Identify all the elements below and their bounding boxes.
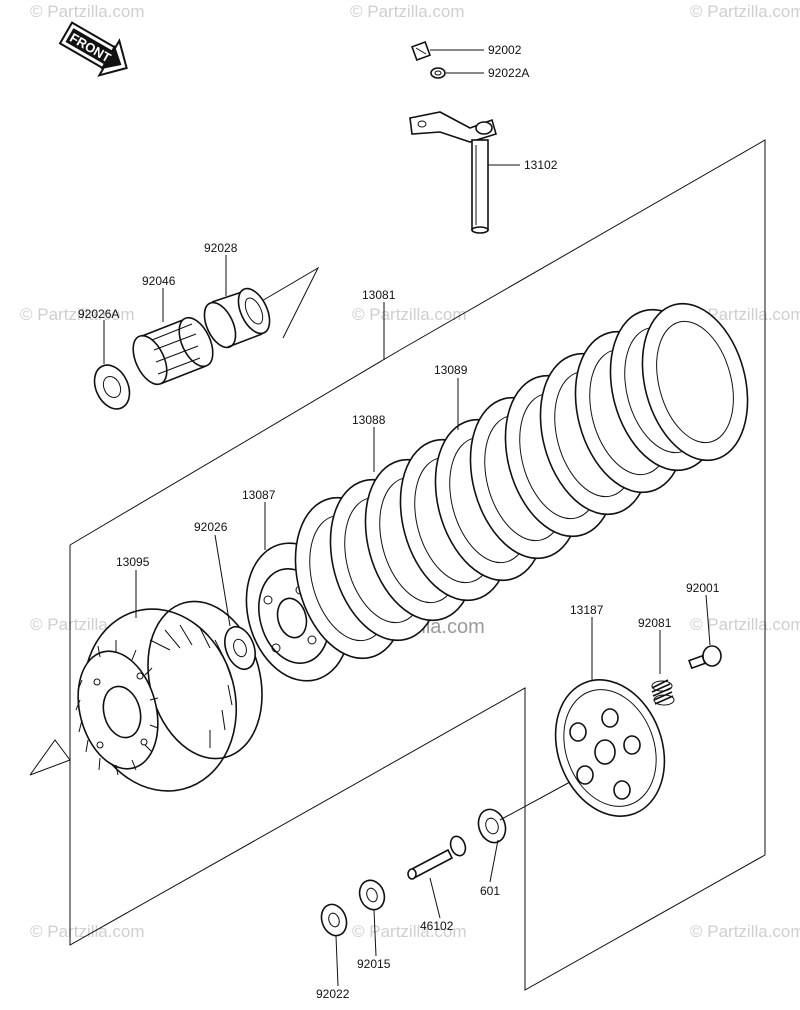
label-13081: 13081 (362, 288, 396, 302)
label-92081: 92081 (638, 616, 672, 630)
label-92046: 92046 (142, 274, 176, 288)
front-arrow-icon: FRONT (58, 21, 128, 77)
release-shaft-13102 (409, 111, 497, 234)
needle-bearing-92046 (132, 316, 214, 386)
washer-92026A (93, 364, 131, 410)
thrust-washer-92026 (224, 625, 256, 671)
watermark-mid-center: © Partzilla.com (352, 305, 467, 324)
watermark-bottom-center: © Partzilla.com (352, 922, 467, 941)
bolt-92002 (411, 41, 431, 61)
label-92028: 92028 (204, 241, 238, 255)
watermark-mid-right: © Partzilla.com (690, 305, 800, 324)
watermark-bottom-left: © Partzilla.com (30, 922, 145, 941)
watermark-top-left: © Partzilla.com (30, 2, 145, 21)
label-13102: 13102 (524, 158, 558, 172)
pressure-plate-13187 (554, 679, 666, 817)
label-92001: 92001 (686, 581, 720, 595)
label-92015: 92015 (357, 957, 391, 971)
label-13089: 13089 (434, 363, 468, 377)
label-92026: 92026 (194, 520, 228, 534)
nut-92015 (358, 879, 386, 911)
label-13187: 13187 (570, 603, 604, 617)
part-labels: 92002 92022A 13102 92028 92046 92026A 13… (78, 43, 720, 1001)
label-601: 601 (480, 884, 500, 898)
label-92022: 92022 (316, 987, 350, 1001)
bearing-601 (477, 808, 507, 844)
clutch-plate-stack (294, 302, 749, 660)
friction-plate-6 (641, 302, 749, 462)
spring-92081 (651, 679, 675, 706)
label-92002: 92002 (488, 43, 522, 57)
washer-92022A (430, 67, 446, 79)
watermark-mid-left: © Partzilla.com (20, 305, 135, 324)
leader-lines (103, 49, 711, 987)
assembly-frame (29, 139, 766, 991)
sleeve-92028 (203, 287, 271, 349)
clutch-housing-13095 (75, 600, 263, 792)
push-rod-46102 (407, 835, 467, 880)
label-92026A: 92026A (78, 307, 119, 321)
label-13088: 13088 (352, 413, 386, 427)
watermark-low-right: © Partzilla.com (690, 615, 800, 634)
watermark-top-center: © Partzilla.com (350, 2, 465, 21)
watermark-bottom-right: © Partzilla.com (690, 922, 800, 941)
label-13087: 13087 (242, 488, 276, 502)
washer-92022 (320, 903, 348, 937)
watermark-top-right: © Partzilla.com (690, 2, 800, 21)
label-13095: 13095 (116, 555, 150, 569)
watermarks: © Partzilla.com © Partzilla.com © Partzi… (20, 2, 800, 941)
bolt-92001 (688, 645, 722, 670)
label-92022A: 92022A (488, 66, 529, 80)
label-46102: 46102 (420, 919, 454, 933)
